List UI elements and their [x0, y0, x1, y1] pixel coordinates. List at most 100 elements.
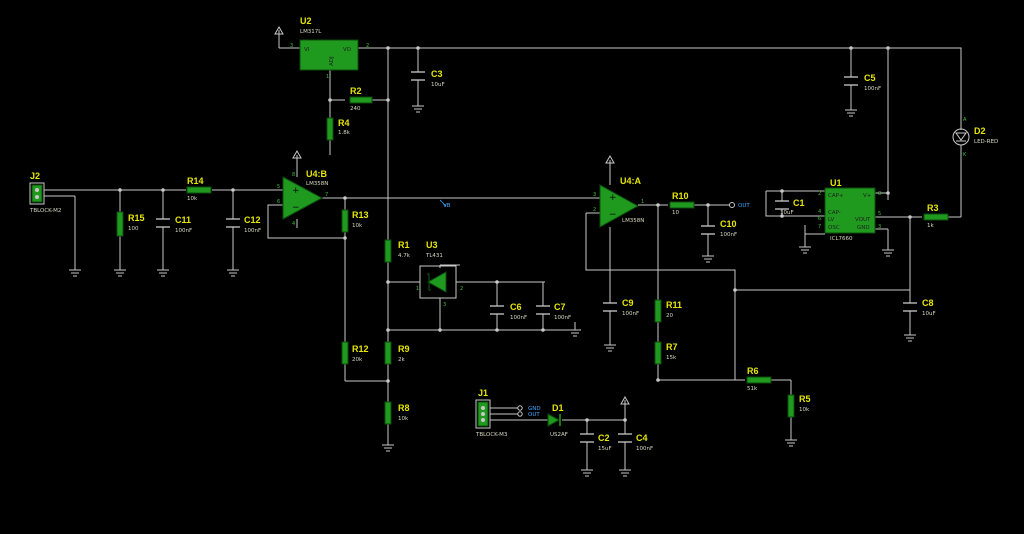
component-r2[interactable]: R2 240 — [349, 86, 373, 112]
component-c12[interactable]: C12 100nF — [226, 215, 261, 234]
component-c1[interactable]: C1 10uF — [775, 198, 805, 216]
r13-value: 10k — [352, 223, 363, 229]
u1-pin-lv: LV — [828, 217, 834, 223]
component-c2[interactable]: C2 15uF — [580, 433, 612, 452]
c6-value: 100nF — [510, 315, 527, 321]
j1-value: TBLOCK-M3 — [475, 432, 508, 438]
u1-pin-vp: V+ — [863, 193, 872, 199]
component-c5[interactable]: C5 100nF — [844, 73, 881, 92]
component-c4[interactable]: C4 100nF — [618, 433, 653, 452]
r14-value: 10k — [187, 196, 198, 202]
component-r10[interactable]: R10 10 — [669, 191, 695, 216]
u2-ref: U2 — [300, 16, 312, 26]
c11-ref: C11 — [175, 215, 191, 225]
r2-value: 240 — [350, 106, 361, 112]
u1-pin-capp: CAP+ — [828, 193, 844, 199]
component-r1[interactable]: R1 4.7k — [384, 239, 411, 263]
j1-net-out: OUT — [528, 412, 540, 418]
d2-ref: D2 — [974, 126, 986, 136]
component-c11[interactable]: C11 100nF — [156, 215, 192, 234]
u1-pn-7: 7 — [818, 224, 821, 230]
u3-value: TL431 — [425, 253, 443, 259]
component-u3[interactable]: 1 2 3 C6 U3 TL431 — [416, 240, 463, 308]
component-j1[interactable]: GND OUT J1 TBLOCK-M3 — [475, 388, 541, 438]
component-u4b[interactable]: + − 5 6 7 8 4 U4:B LM358N — [277, 169, 328, 227]
component-u1[interactable]: CAP+ CAP- LV OSC V+ VOUT GND 2 4 6 7 8 5… — [818, 178, 881, 242]
ground-symbols — [69, 105, 916, 477]
component-c10[interactable]: C10 100nF — [701, 219, 737, 238]
c2-ref: C2 — [598, 433, 610, 443]
c8-ref: C8 — [922, 298, 934, 308]
u1-pin-osc: OSC — [828, 225, 840, 231]
r4-value: 1.8k — [338, 130, 351, 136]
power-arrows — [274, 25, 630, 405]
component-r13[interactable]: R13 10k — [341, 209, 369, 233]
component-u4a[interactable]: + − 3 2 1 U4:A LM358N — [593, 176, 644, 228]
component-r6[interactable]: R6 51k — [746, 366, 772, 392]
r11-value: 20 — [666, 313, 673, 319]
component-c8[interactable]: C8 10uF — [903, 298, 936, 317]
component-c3[interactable]: C3 10uF — [411, 69, 445, 88]
r11-ref: R11 — [666, 300, 682, 310]
component-d2[interactable]: A K D2 LED-RED — [952, 117, 998, 158]
component-c9[interactable]: C9 100nF — [603, 298, 639, 317]
component-u2[interactable]: VI VO ADJ 3 2 1 U2 LM317L — [290, 16, 369, 80]
u4a-pin-2: 2 — [593, 207, 596, 213]
r1-value: 4.7k — [398, 253, 411, 259]
r2-ref: R2 — [350, 86, 362, 96]
u4a-ref: U4:A — [620, 176, 642, 186]
u4b-pin-5: 5 — [277, 184, 280, 190]
component-r4[interactable]: R4 1.8k — [326, 117, 351, 141]
r9-ref: R9 — [398, 344, 410, 354]
net-vb-text: VB — [443, 203, 451, 209]
component-r5[interactable]: R5 10k — [787, 394, 811, 418]
r5-ref: R5 — [799, 394, 811, 404]
r8-ref: R8 — [398, 403, 410, 413]
j1-ref: J1 — [478, 388, 488, 398]
u2-pin-adj: ADJ — [329, 56, 335, 66]
u2-value: LM317L — [300, 29, 322, 35]
d2-cathode-mark: K — [963, 152, 967, 158]
wires — [52, 30, 962, 470]
component-r9[interactable]: R9 2k — [384, 341, 410, 365]
j2-value: TBLOCK-M2 — [29, 208, 61, 214]
component-r8[interactable]: R8 10k — [384, 401, 410, 425]
c4-ref: C4 — [636, 433, 648, 443]
component-r11[interactable]: R11 20 — [654, 299, 682, 323]
out-terminal[interactable]: OUT — [729, 202, 751, 210]
component-r3[interactable]: R3 1k — [923, 203, 949, 229]
r3-ref: R3 — [927, 203, 939, 213]
u4a-value: LM358N — [622, 218, 644, 224]
j2-ref: J2 — [30, 171, 40, 181]
r12-ref: R12 — [352, 344, 369, 354]
component-j2[interactable]: J2 TBLOCK-M2 — [29, 171, 61, 214]
r13-ref: R13 — [352, 210, 369, 220]
component-r7[interactable]: R7 15k — [654, 341, 678, 365]
c10-ref: C10 — [720, 219, 737, 229]
c8-value: 10uF — [922, 311, 936, 317]
u1-pin-capm: CAP- — [828, 210, 841, 216]
component-c6[interactable]: C6 100nF — [490, 302, 527, 321]
r6-ref: R6 — [747, 366, 759, 376]
u4a-pin-1: 1 — [641, 199, 644, 205]
u2-pin-vo: VO — [343, 47, 352, 53]
u1-pn-6: 6 — [818, 216, 821, 222]
component-r14[interactable]: R14 10k — [186, 176, 212, 202]
d1-ref: D1 — [552, 403, 564, 413]
u2-pin-vi: VI — [304, 47, 310, 53]
u4b-value: LM358N — [306, 181, 328, 187]
u4b-pin-6: 6 — [277, 199, 280, 205]
r4-ref: R4 — [338, 118, 350, 128]
svg-text:−: − — [292, 203, 300, 213]
component-r15[interactable]: R15 100 — [116, 211, 145, 237]
c12-ref: C12 — [244, 215, 261, 225]
r9-value: 2k — [398, 357, 405, 363]
j1-net-gnd: GND — [528, 406, 541, 412]
u1-value: ICL7660 — [830, 236, 853, 242]
r7-value: 15k — [666, 355, 677, 361]
u3-pin-2: 2 — [460, 286, 463, 292]
component-c7[interactable]: C7 100nF — [536, 302, 571, 321]
component-d1[interactable]: D1 US2AF — [547, 403, 568, 438]
component-r12[interactable]: R12 20k — [341, 341, 369, 365]
